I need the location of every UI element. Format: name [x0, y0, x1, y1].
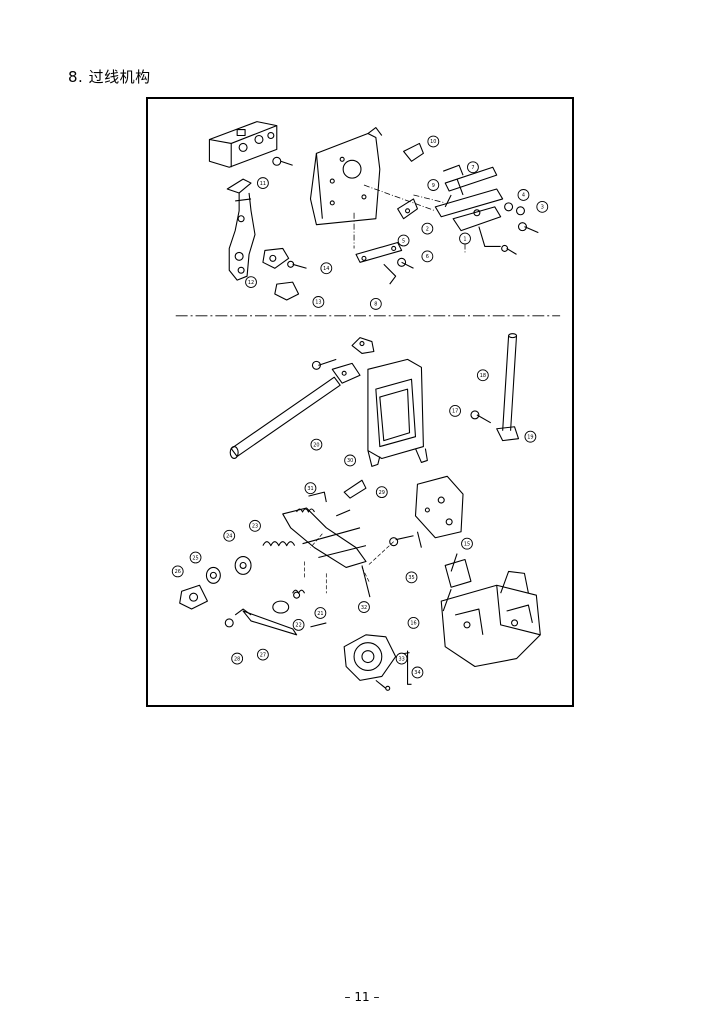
callout-17: 17: [449, 405, 461, 417]
callout-21: 21: [314, 607, 327, 619]
callout-5: 5: [397, 234, 410, 247]
svg-text:5: 5: [402, 238, 405, 244]
svg-text:15: 15: [464, 541, 470, 547]
nut-and-washers: [179, 555, 252, 610]
mounting-plate: [309, 127, 383, 226]
svg-text:1: 1: [463, 236, 466, 242]
small-brackets: [397, 142, 424, 220]
thread-guide-block: [208, 121, 278, 168]
page-number: – 11 –: [344, 990, 380, 1004]
callout-10: 10: [427, 135, 440, 148]
callout-22: 22: [292, 619, 305, 631]
svg-text:35: 35: [408, 575, 414, 581]
svg-text:7: 7: [471, 165, 474, 171]
callout-14: 14: [320, 262, 333, 275]
svg-text:20: 20: [313, 442, 319, 448]
svg-text:8: 8: [374, 302, 377, 308]
callout-3: 3: [536, 200, 549, 213]
callout-9: 9: [427, 179, 440, 191]
callout-2: 2: [421, 222, 434, 235]
tension-plate: [389, 475, 464, 548]
callout-32: 32: [358, 601, 370, 613]
svg-text:29: 29: [379, 490, 385, 496]
section-heading: 8. 过线机构: [68, 68, 151, 86]
callout-27: 27: [257, 648, 269, 661]
svg-text:26: 26: [175, 569, 181, 575]
callout-33: 33: [395, 652, 408, 665]
lever-27: [224, 608, 298, 636]
callout-24: 24: [223, 529, 236, 542]
svg-text:16: 16: [410, 621, 416, 627]
callout-26: 26: [171, 565, 184, 578]
top-screws: [311, 337, 375, 370]
bracket-5: [355, 241, 414, 285]
callout-23: 23: [249, 519, 261, 532]
svg-text:22: 22: [295, 623, 301, 629]
svg-text:9: 9: [432, 183, 435, 189]
screw-11: [272, 156, 293, 166]
svg-text:28: 28: [234, 656, 240, 662]
callout-16: 16: [407, 617, 420, 629]
leader-lines-lower: [304, 533, 394, 594]
thread-lever-assembly: [226, 178, 256, 281]
svg-text:6: 6: [426, 254, 429, 260]
svg-text:10: 10: [430, 139, 436, 145]
callout-12: 12: [245, 276, 257, 289]
svg-text:24: 24: [226, 534, 232, 540]
svg-text:31: 31: [307, 486, 313, 492]
svg-text:27: 27: [260, 652, 266, 658]
callout-7: 7: [467, 161, 479, 174]
svg-text:25: 25: [192, 555, 198, 561]
rod-18: [470, 333, 520, 442]
callout-1: 1: [459, 232, 471, 245]
callout-31: 31: [304, 482, 317, 495]
svg-text:11: 11: [260, 181, 266, 187]
svg-text:23: 23: [252, 524, 258, 530]
svg-text:4: 4: [522, 193, 525, 199]
callout-28: 28: [231, 652, 244, 665]
svg-text:34: 34: [414, 670, 420, 676]
shaft-20: [229, 376, 341, 460]
callout-19: 19: [524, 430, 537, 443]
callout-25: 25: [189, 551, 202, 564]
callout-8: 8: [369, 298, 382, 310]
svg-text:18: 18: [480, 373, 486, 379]
svg-text:17: 17: [452, 409, 458, 415]
svg-text:12: 12: [248, 280, 254, 286]
callout-30: 30: [344, 454, 356, 467]
svg-text:14: 14: [323, 266, 329, 272]
callout-15: 15: [461, 537, 473, 550]
callout-35: 35: [405, 571, 418, 584]
svg-text:2: 2: [426, 226, 429, 232]
svg-text:30: 30: [347, 458, 353, 464]
callout-29: 29: [375, 486, 388, 499]
thread-arm-assembly: [434, 164, 539, 255]
callout-34: 34: [411, 666, 424, 679]
svg-text:13: 13: [315, 300, 321, 306]
thread-frame: [331, 358, 428, 467]
machine-bed: [440, 553, 541, 668]
callout-18: 18: [476, 369, 489, 382]
callout-20: 20: [310, 438, 323, 451]
part-callouts: 1234567891011121314151617181920212223242…: [171, 135, 549, 679]
svg-text:3: 3: [541, 205, 544, 211]
svg-text:21: 21: [317, 611, 323, 617]
link-parts: [262, 247, 307, 301]
callout-6: 6: [421, 250, 434, 263]
svg-text:33: 33: [398, 656, 404, 662]
tension-spring: [262, 508, 315, 547]
svg-text:32: 32: [361, 605, 367, 611]
callout-4: 4: [517, 189, 530, 201]
callout-11: 11: [257, 177, 269, 189]
svg-text:19: 19: [527, 434, 533, 440]
parts-diagram-drawing: 1234567891011121314151617181920212223242…: [171, 121, 561, 691]
callout-13: 13: [312, 296, 325, 308]
small-springs: [272, 589, 327, 628]
